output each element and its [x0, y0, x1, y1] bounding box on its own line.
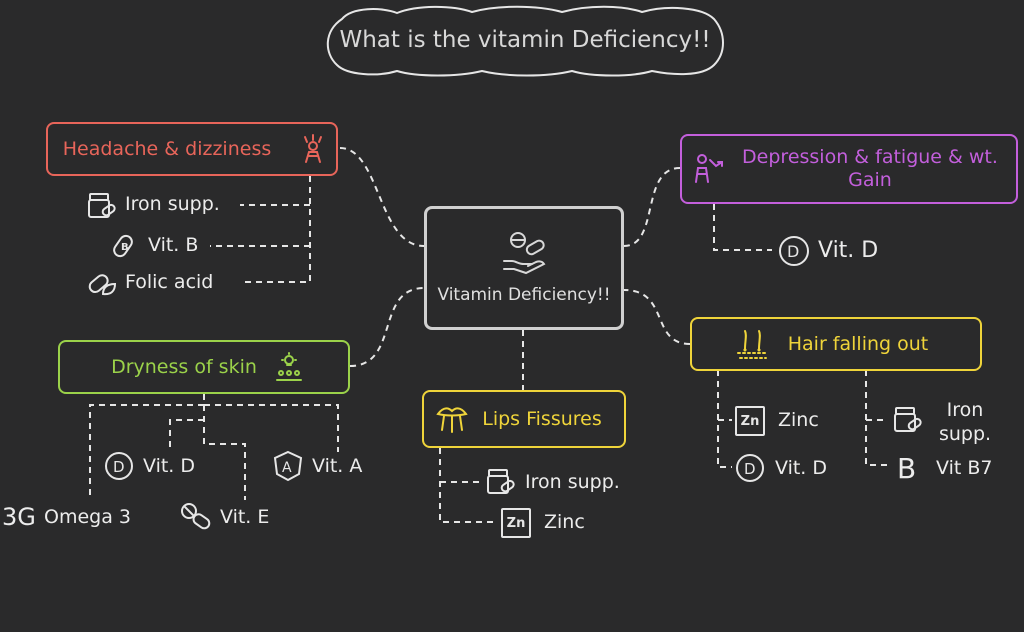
- lips-icon: [436, 407, 468, 433]
- headache-item-1: Iron supp.: [125, 193, 220, 215]
- skin-item-3: Omega 3: [44, 506, 131, 528]
- skin-item-1: Vit. D: [143, 455, 196, 477]
- sad-person-icon: [695, 154, 723, 183]
- node-lips-label: Lips Fissures: [482, 408, 602, 430]
- pill-bottle-icon: [894, 407, 922, 432]
- dizzy-person-icon: [304, 134, 322, 163]
- center-node: Vitamin Deficiency!!: [424, 206, 624, 330]
- skin-item-2: Vit. A: [312, 455, 363, 477]
- omega3-glyph-icon: 3G: [2, 503, 36, 531]
- depression-item-1: Vit. D: [818, 238, 879, 263]
- hair-item-2: Vit. D: [775, 457, 828, 479]
- node-depression-label: Depression & fatigue & wt. Gain: [742, 146, 998, 191]
- center-label: Vitamin Deficiency!!: [437, 285, 611, 305]
- vitamin-d-circle-icon: D: [779, 236, 809, 266]
- svg-text:B: B: [121, 242, 129, 253]
- node-headache-label: Headache & dizziness: [62, 138, 272, 160]
- vitamin-b-pill-icon: B: [113, 234, 133, 258]
- title-cloud: What is the vitamin Deficiency!!: [322, 5, 728, 77]
- lips-item-2: Zinc: [544, 511, 585, 533]
- node-skin-label: Dryness of skin: [111, 356, 257, 378]
- pill-bottle-icon: [88, 193, 116, 218]
- headache-item-3: Folic acid: [125, 271, 214, 293]
- zinc-symbol-icon: Zn: [735, 406, 765, 436]
- hair-item-1: Zinc: [778, 409, 819, 431]
- headache-item-2: Vit. B: [148, 234, 199, 256]
- svg-text:D: D: [113, 458, 125, 476]
- node-hair: Hair falling out: [690, 317, 982, 371]
- vitamin-d-circle-icon: D: [105, 452, 133, 480]
- lips-item-1: Iron supp.: [525, 471, 620, 493]
- node-hair-label: Hair falling out: [787, 333, 929, 355]
- page-title: What is the vitamin Deficiency!!: [339, 27, 711, 53]
- node-headache: Headache & dizziness: [46, 122, 338, 176]
- skin-item-4: Vit. E: [220, 506, 270, 528]
- skin-layers-icon: [276, 352, 302, 381]
- svg-text:D: D: [787, 242, 799, 261]
- zinc-symbol-icon: Zn: [501, 508, 531, 538]
- hair-item-3: Iron supp.: [938, 399, 992, 445]
- vitamin-b-glyph-icon: B: [897, 452, 917, 485]
- vitamin-d-circle-icon: D: [736, 454, 764, 482]
- pills-icon: [181, 503, 211, 530]
- node-skin: Dryness of skin: [58, 340, 350, 394]
- hair-item-4: Vit B7: [936, 457, 993, 479]
- node-depression: Depression & fatigue & wt. Gain: [680, 134, 1018, 204]
- svg-text:D: D: [744, 460, 756, 478]
- pill-bottle-icon: [487, 469, 515, 494]
- hair-follicle-icon: [737, 330, 769, 359]
- node-lips: Lips Fissures: [422, 390, 626, 448]
- hand-pills-icon: [503, 232, 546, 275]
- svg-text:A: A: [282, 460, 292, 476]
- vitamin-a-shield-icon: A: [273, 450, 303, 482]
- pill-leaf-icon: [88, 274, 117, 296]
